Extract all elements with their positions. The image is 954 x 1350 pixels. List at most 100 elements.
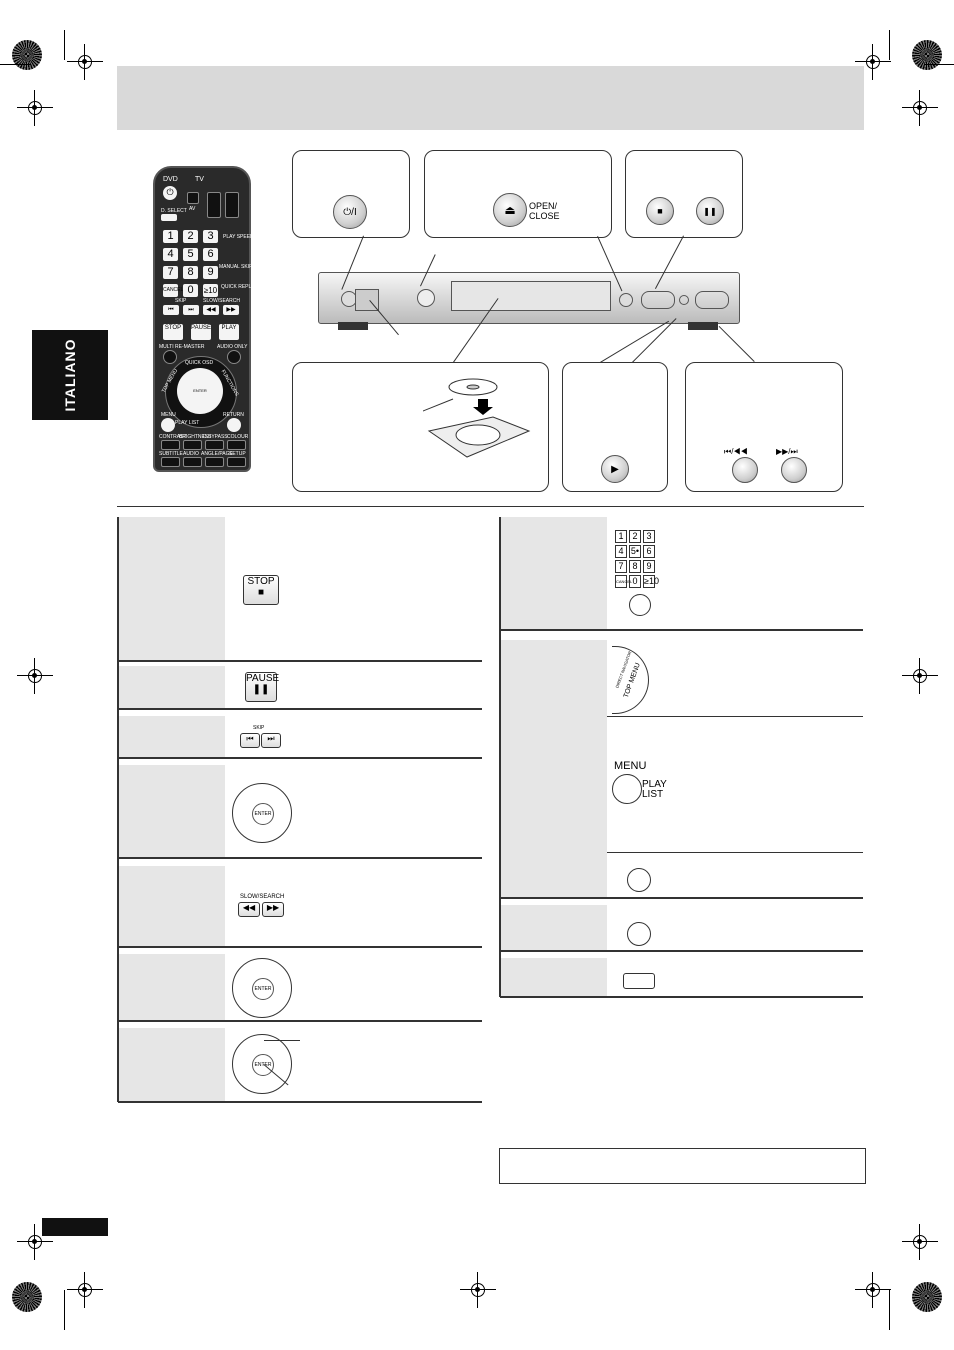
remote-stop-button[interactable]: STOP	[163, 324, 183, 340]
direction-pad[interactable]: ENTER	[232, 958, 292, 1018]
unit-pause-button[interactable]: ❚❚	[696, 197, 724, 225]
number-key[interactable]: 4	[615, 545, 627, 558]
remote-key-2[interactable]: 2	[183, 230, 198, 243]
skip-prev-key[interactable]: ⏮	[240, 733, 260, 748]
return-circle-button[interactable]	[627, 868, 651, 892]
number-key[interactable]: 6	[643, 545, 655, 558]
menus-subdivider	[607, 852, 863, 853]
remote-key-8[interactable]: 8	[183, 266, 198, 279]
trim-line	[924, 64, 954, 65]
number-key[interactable]: 1	[615, 530, 627, 543]
table-row-stop: STOP ■	[118, 517, 482, 662]
enter-button[interactable]: ENTER	[252, 1054, 274, 1076]
remote-key-10[interactable]: ≥10	[203, 284, 218, 297]
remote-d-bypass-button[interactable]	[205, 440, 224, 450]
remote-play-button[interactable]: PLAY	[219, 324, 239, 340]
remote-tv-power-button[interactable]	[187, 192, 199, 204]
enter-button[interactable]: ENTER	[252, 978, 274, 1000]
remote-audio-label: AUDIO	[183, 451, 199, 457]
unit-skip-prev-button[interactable]	[732, 457, 758, 483]
skip-label: SKIP	[253, 725, 265, 731]
unit-play-button[interactable]: ▶	[601, 455, 629, 483]
language-side-tab: ITALIANO	[32, 330, 108, 420]
callout-connector	[600, 320, 670, 363]
enter-circle-button[interactable]	[629, 594, 651, 616]
remote-menu-button[interactable]	[161, 418, 175, 432]
player-open-close-button[interactable]	[619, 293, 633, 307]
remote-cancel-button[interactable]: CANCEL	[163, 284, 183, 297]
rect-key[interactable]	[623, 973, 655, 989]
remote-key-4[interactable]: 4	[163, 248, 178, 261]
number-key[interactable]: 3	[643, 530, 655, 543]
remote-rewind-button[interactable]: ◀◀	[203, 305, 219, 315]
number-key[interactable]: 7	[615, 560, 627, 573]
unit-stop-button[interactable]: ■	[646, 197, 674, 225]
menu-button[interactable]	[612, 774, 642, 804]
fast-forward-key[interactable]: ▶▶	[262, 902, 284, 917]
stop-key[interactable]: STOP ■	[243, 575, 279, 605]
remote-setup-button[interactable]	[227, 457, 246, 467]
remote-key-7[interactable]: 7	[163, 266, 178, 279]
remote-tv-label: TV	[195, 176, 204, 183]
remote-pause-button[interactable]: PAUSE	[191, 324, 211, 340]
power-button[interactable]: ⏻/I	[333, 195, 367, 229]
remote-subtitle-button[interactable]	[161, 457, 180, 467]
remote-return-button[interactable]	[227, 418, 241, 432]
remote-volume-button[interactable]	[225, 192, 239, 218]
color-calibration-rosette	[912, 40, 942, 70]
enter-button[interactable]: ENTER	[252, 803, 274, 825]
remote-fast-forward-button[interactable]: ▶▶	[223, 305, 239, 315]
rewind-key[interactable]: ◀◀	[238, 902, 260, 917]
remote-audio-button[interactable]	[183, 457, 202, 467]
remote-d-select-button[interactable]	[161, 214, 177, 221]
table-row-pause: PAUSE ❚❚	[118, 666, 482, 710]
direction-pad[interactable]: ENTER	[232, 1034, 292, 1094]
remote-control: DVD TV ⏻ AV D. SELECT 1 2 3 4 5 6 7 8 9 …	[153, 166, 258, 472]
table-left-border	[117, 517, 119, 1102]
skip-next-key[interactable]: ⏭	[261, 733, 281, 748]
remote-key-1[interactable]: 1	[163, 230, 178, 243]
number-key[interactable]: ≥10	[643, 575, 659, 588]
number-key[interactable]: CANCEL	[615, 575, 632, 588]
remote-key-6[interactable]: 6	[203, 248, 218, 261]
player-foot	[338, 322, 368, 330]
remote-skip-next-button[interactable]: ⏭	[183, 305, 199, 315]
number-key[interactable]: 9	[643, 560, 655, 573]
remote-enter-button[interactable]: ENTER	[192, 383, 208, 399]
remote-power-button[interactable]: ⏻	[163, 186, 177, 200]
skip-prev-label: ⏮/◀◀	[724, 447, 748, 456]
remote-audio-only-button[interactable]	[227, 350, 241, 364]
color-calibration-rosette	[912, 1282, 942, 1312]
number-key[interactable]: 2	[629, 530, 641, 543]
remote-ch-button[interactable]	[207, 192, 221, 218]
remote-skip-prev-button[interactable]: ⏮	[163, 305, 179, 315]
remote-brightness-button[interactable]	[183, 440, 202, 450]
remote-key-3[interactable]: 3	[203, 230, 218, 243]
remote-brightness-label: BRIGHTNESS	[179, 434, 212, 440]
circle-button[interactable]	[627, 922, 651, 946]
remote-key-5[interactable]: 5	[183, 248, 198, 261]
remote-key-0[interactable]: 0	[183, 284, 198, 297]
unit-skip-next-button[interactable]	[781, 457, 807, 483]
direction-pad[interactable]: ENTER	[232, 783, 292, 843]
number-key[interactable]: 0	[629, 575, 641, 588]
remote-key-9[interactable]: 9	[203, 266, 218, 279]
top-menu-button[interactable]: TOP MENU DIRECT NAVIGATOR	[612, 646, 649, 714]
remote-angle-page-button[interactable]	[205, 457, 224, 467]
number-key[interactable]: 5•	[629, 545, 641, 558]
open-close-button[interactable]: ⏏	[493, 193, 527, 227]
player-play-button[interactable]	[679, 295, 689, 305]
remote-contrast-button[interactable]	[161, 440, 180, 450]
registration-mark	[902, 658, 938, 694]
registration-mark	[67, 1272, 103, 1308]
disc-tray-illustration	[423, 378, 531, 458]
remote-multi-re-master-button[interactable]	[163, 350, 177, 364]
player-skip-group	[695, 291, 729, 309]
table-row-slow-search: SLOW/SEARCH ◀◀ ▶▶	[118, 866, 482, 948]
number-keypad[interactable]: 1 2 3 4 5• 6 7 8 9 CANCEL 0 ≥10	[615, 530, 659, 588]
pause-key[interactable]: PAUSE ❚❚	[245, 672, 279, 702]
number-key[interactable]: 8	[629, 560, 641, 573]
remote-colour-button[interactable]	[227, 440, 246, 450]
page-header-bar	[117, 66, 864, 130]
open-close-label: OPEN/ CLOSE	[529, 201, 560, 221]
